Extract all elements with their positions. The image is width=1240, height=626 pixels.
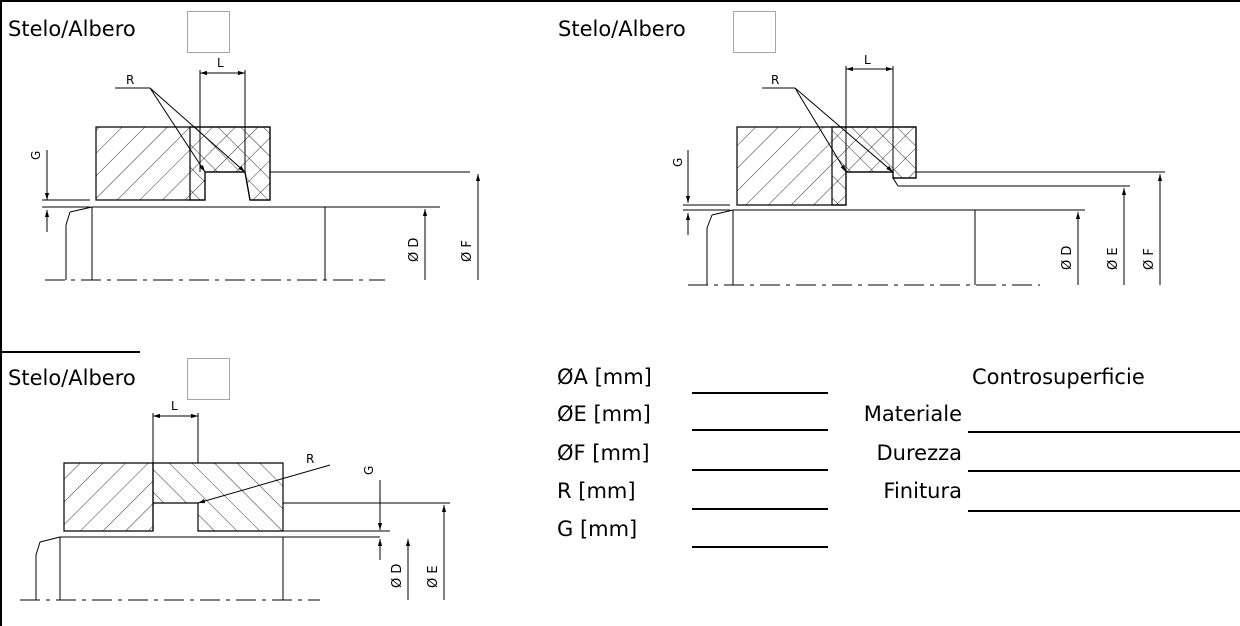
dim-label-r-3: R bbox=[306, 452, 314, 466]
dim-label-g-3: G bbox=[362, 466, 376, 475]
field-input-a[interactable] bbox=[692, 392, 828, 394]
panel-3-checkbox[interactable] bbox=[187, 358, 230, 400]
dim-label-l-2: L bbox=[864, 53, 871, 67]
panel-3-title: Stelo/Albero bbox=[8, 366, 136, 390]
frame-divider bbox=[0, 351, 140, 353]
dim-label-f-2: Ø F bbox=[1142, 248, 1157, 270]
frame-left bbox=[0, 0, 2, 626]
shaft-1 bbox=[45, 171, 470, 281]
field-label-f: ØF [mm] bbox=[557, 441, 650, 465]
field-input-g[interactable] bbox=[692, 546, 828, 548]
dim-label-g-2: G bbox=[671, 158, 685, 167]
dim-label-d-3: Ø D bbox=[390, 564, 405, 588]
counter-label-finish: Finitura bbox=[883, 479, 962, 503]
dim-label-l-1: L bbox=[217, 56, 224, 70]
dim-label-d-1: Ø D bbox=[407, 238, 422, 262]
panel-1-checkbox[interactable] bbox=[187, 11, 230, 53]
panel-2-checkbox[interactable] bbox=[733, 11, 776, 53]
field-label-e: ØE [mm] bbox=[557, 402, 651, 426]
shaft-2 bbox=[688, 171, 1165, 286]
shaft-3 bbox=[20, 502, 450, 601]
panel-2-title: Stelo/Albero bbox=[558, 17, 686, 41]
counter-input-material[interactable] bbox=[968, 431, 1240, 433]
dim-label-g-1: G bbox=[29, 151, 43, 160]
field-label-g: G [mm] bbox=[557, 517, 638, 541]
housing-3 bbox=[63, 462, 284, 532]
counter-label-material: Materiale bbox=[863, 402, 962, 426]
frame-top bbox=[0, 0, 1240, 2]
dim-label-r-1: R bbox=[126, 73, 134, 87]
dim-label-l-3: L bbox=[171, 399, 178, 413]
dim-label-e-3: Ø E bbox=[426, 565, 441, 588]
panel-1-title: Stelo/Albero bbox=[8, 17, 136, 41]
housing-2 bbox=[736, 126, 917, 206]
dim-label-f-1: Ø F bbox=[460, 240, 475, 262]
counter-surface-title: Controsuperficie bbox=[972, 365, 1145, 389]
field-label-a: ØA [mm] bbox=[557, 365, 652, 389]
counter-input-hardness[interactable] bbox=[968, 470, 1240, 472]
field-label-r: R [mm] bbox=[557, 479, 636, 503]
dim-label-r-2: R bbox=[771, 73, 779, 87]
field-input-f[interactable] bbox=[692, 469, 828, 471]
dim-label-d-2: Ø D bbox=[1060, 246, 1075, 270]
field-input-r[interactable] bbox=[692, 508, 828, 510]
counter-label-hardness: Durezza bbox=[876, 441, 963, 465]
field-input-e[interactable] bbox=[692, 429, 828, 431]
dim-label-e-2: Ø E bbox=[1106, 247, 1121, 270]
counter-input-finish[interactable] bbox=[968, 510, 1240, 512]
